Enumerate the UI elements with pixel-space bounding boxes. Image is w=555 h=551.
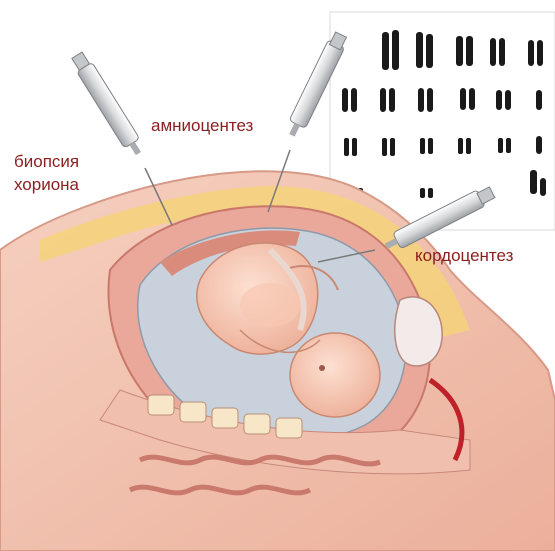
label-amniocentesis: амниоцентез xyxy=(151,116,253,136)
label-cordocentesis: кордоцентез xyxy=(415,246,513,266)
label-chorion-biopsy-line1: биопсия xyxy=(14,151,79,173)
label-chorion-biopsy-line2: хориона xyxy=(14,174,79,196)
